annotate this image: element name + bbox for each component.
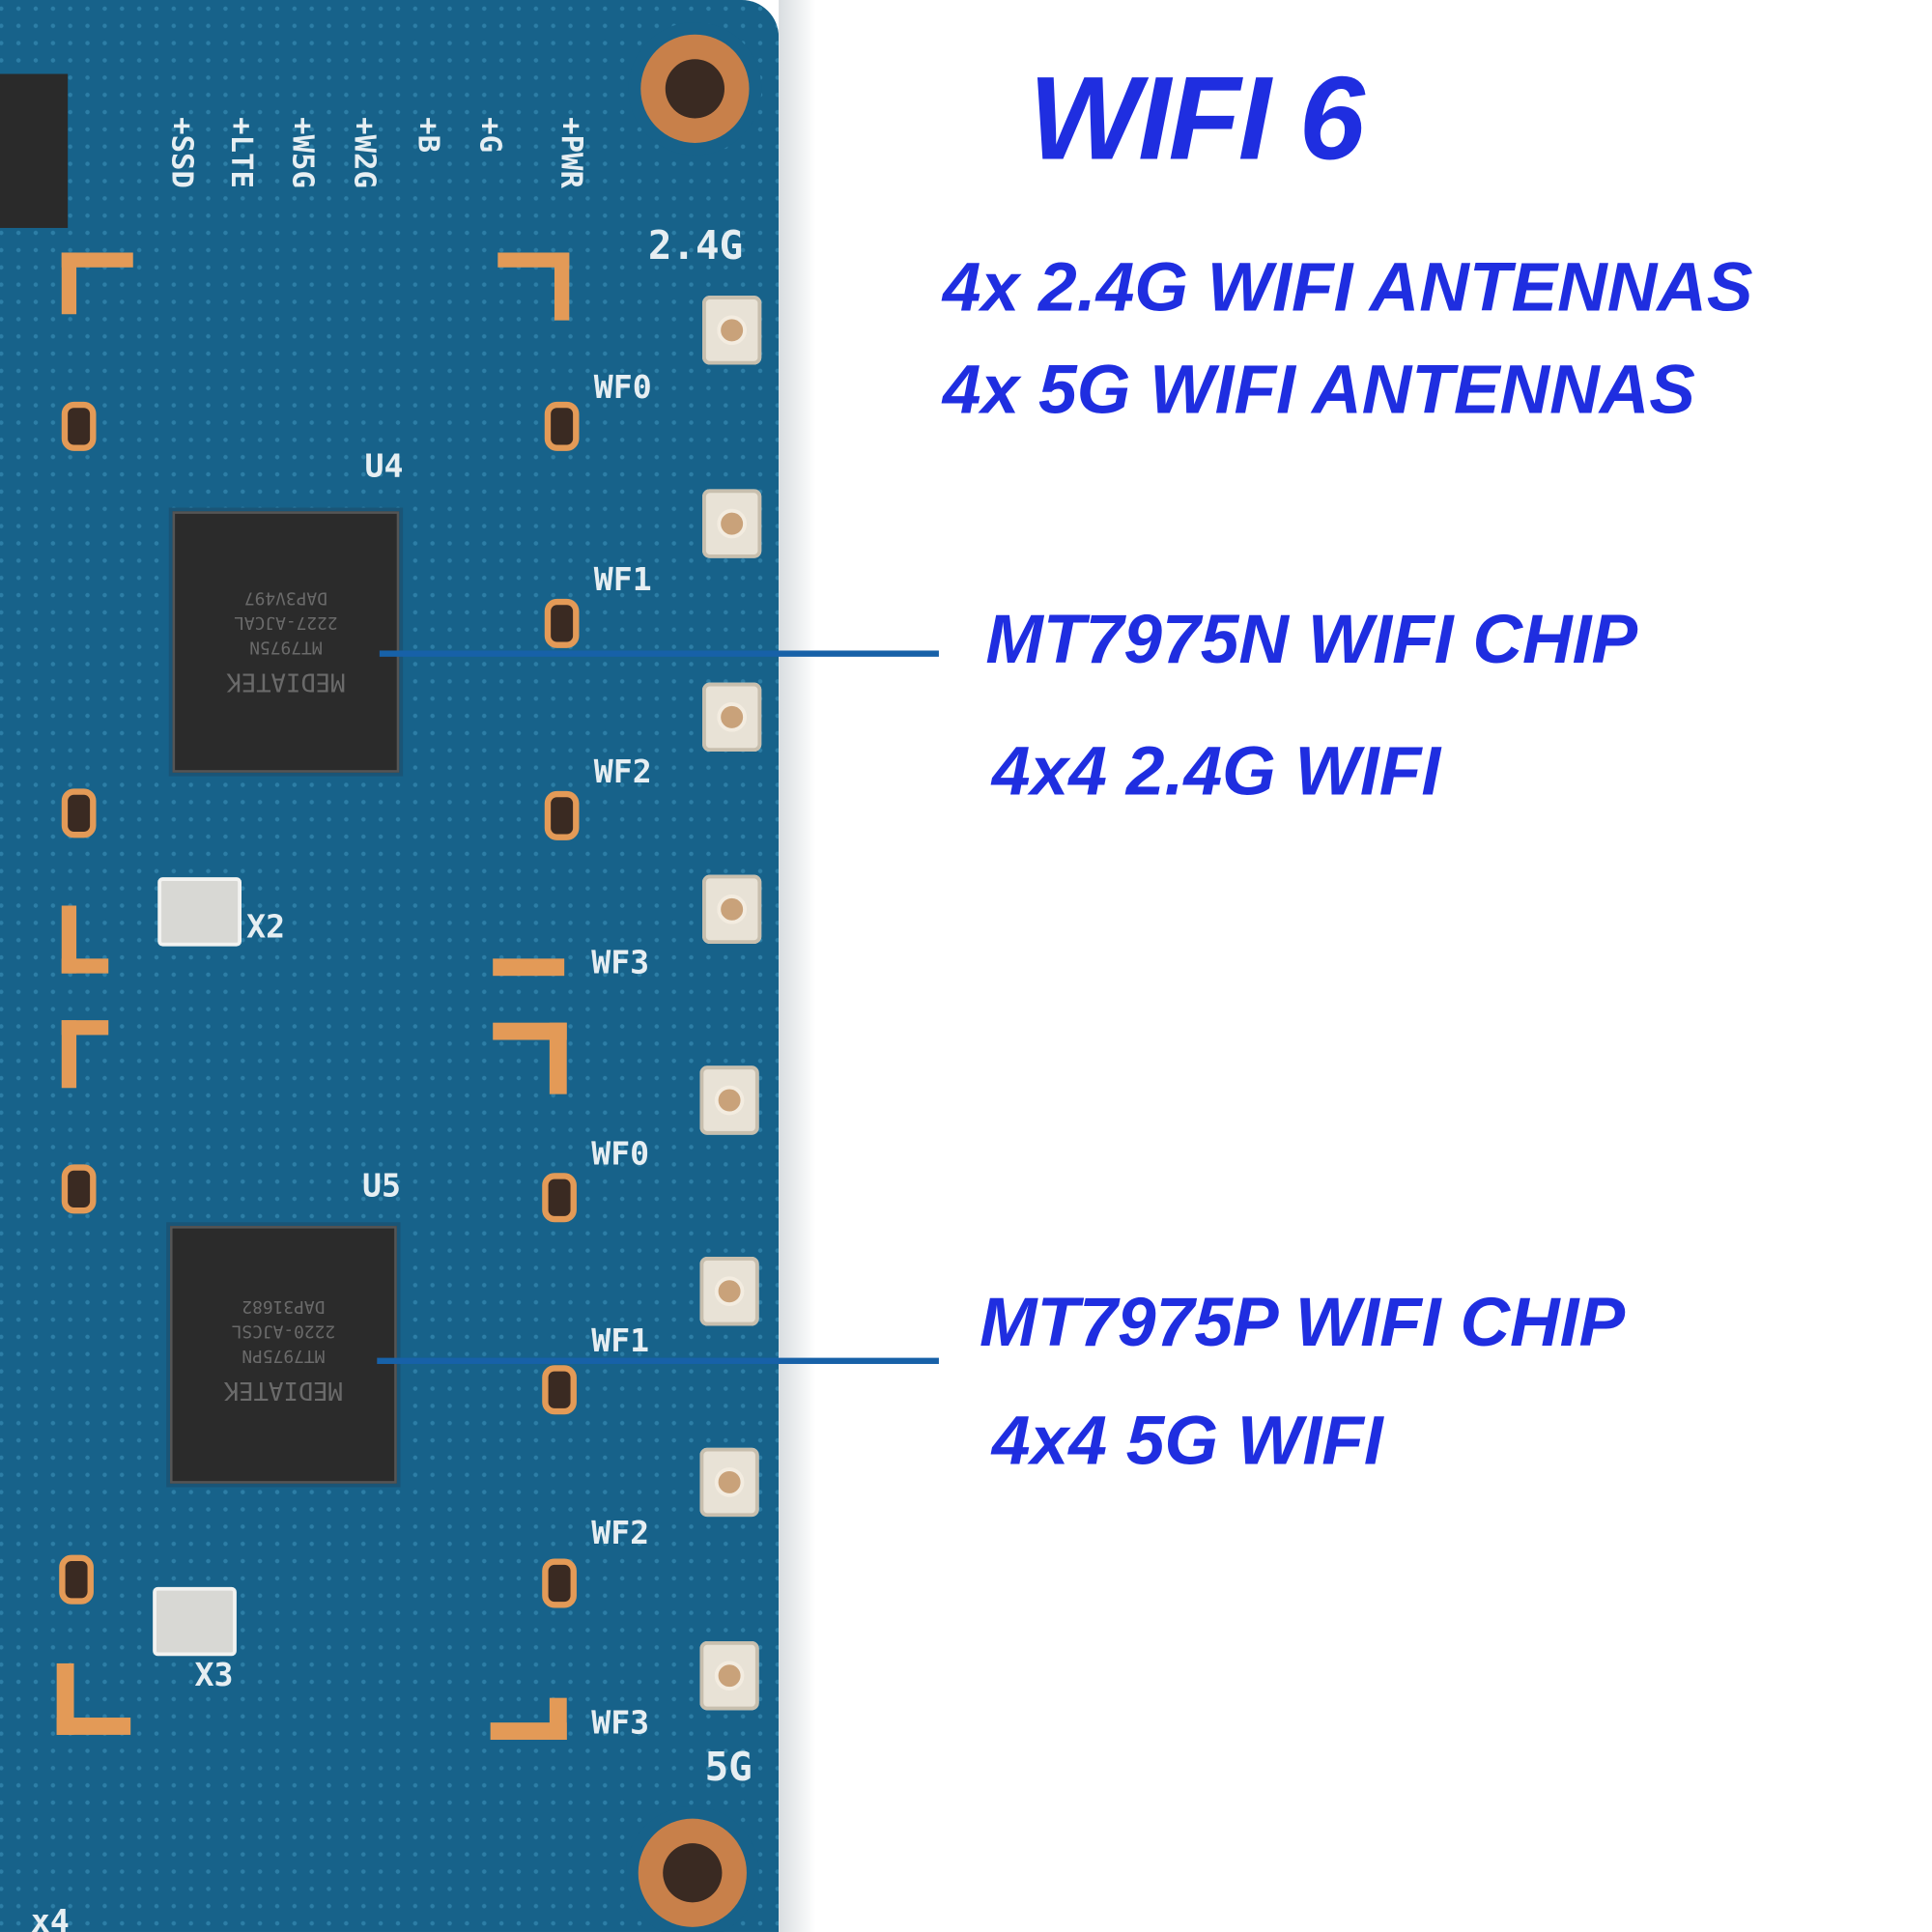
chip-marking: 2220-AJCSL [231, 1321, 336, 1341]
corner-pad [61, 905, 77, 974]
antenna-spec: 4x 5G WIFI ANTENNAS [942, 350, 1695, 428]
pointer-line-chip2 [377, 1357, 939, 1364]
via-slot [61, 401, 97, 451]
chip-mt7975p: DAP31682 2220-AJCSL MT7975PN MEDIATEK [170, 1226, 397, 1484]
band-label-bottom: 5G [704, 1743, 753, 1791]
via-slot [542, 1365, 577, 1415]
via-slot [544, 401, 580, 451]
led-label: +W5G [285, 117, 321, 188]
antenna-connector [699, 1640, 759, 1711]
port-label: WF2 [591, 1515, 650, 1553]
via-slot [542, 1558, 577, 1608]
corner-pad [61, 252, 77, 315]
corner-label: x4 [30, 1903, 70, 1932]
chip2-name: MT7975P WIFI CHIP [980, 1282, 1626, 1361]
port-label: WF0 [593, 369, 652, 407]
port-label: WF1 [593, 561, 652, 599]
led-label: +SSD [164, 117, 200, 188]
board-edge-shadow [779, 0, 816, 1932]
pcb-board [0, 0, 780, 1932]
chip2-desc: 4x4 5G WIFI [991, 1401, 1383, 1479]
corner-pad [61, 958, 109, 974]
crystal-label: X2 [246, 909, 286, 947]
corner-pad [490, 1722, 567, 1741]
antenna-connector [702, 682, 762, 753]
via-slot [544, 598, 580, 648]
antenna-connector [699, 1447, 759, 1518]
via-slot [544, 790, 580, 840]
corner-pad [61, 1020, 77, 1089]
corner-pad [497, 252, 570, 268]
chip-marking: DAP31682 [242, 1295, 326, 1317]
via-slot [59, 1554, 94, 1605]
chip-marking: MEDIATEK [226, 668, 346, 697]
corner-pad [56, 1662, 74, 1735]
port-label: WF3 [591, 945, 650, 982]
pointer-line-chip1 [379, 650, 939, 657]
heading: WIFI 6 [1029, 52, 1365, 185]
led-label: +LTE [224, 117, 259, 188]
crystal [157, 877, 242, 947]
antenna-connector [702, 489, 762, 558]
antenna-connector [702, 874, 762, 945]
mounting-hole-bottom [638, 1818, 747, 1927]
port-label: WF0 [591, 1136, 650, 1174]
corner-pad [56, 1718, 131, 1735]
chip-marking: MEDIATEK [223, 1376, 343, 1406]
antenna-connector [702, 296, 762, 365]
chip-ref: U4 [364, 448, 404, 486]
led-label: +B [412, 117, 446, 154]
antenna-connector [699, 1257, 759, 1326]
chip-marking: DAP3V497 [243, 587, 327, 608]
port-label: WF3 [591, 1705, 650, 1743]
via-slot [61, 788, 97, 838]
mounting-hole-top [640, 34, 750, 143]
led-label: +W2G [347, 117, 383, 188]
crystal-label: X3 [194, 1657, 234, 1694]
corner-pad [554, 252, 570, 321]
antenna-connector [699, 1065, 759, 1135]
ic-small [0, 73, 69, 228]
crystal [153, 1586, 237, 1657]
chip-marking: MT7975PN [242, 1345, 326, 1366]
chip-mt7975n: DAP3V497 2227-AJCAL MT7975N MEDIATEK [172, 511, 400, 773]
via-slot [61, 1164, 97, 1214]
led-label: +PWR [554, 117, 589, 188]
port-label: WF1 [591, 1322, 650, 1361]
chip-marking: MT7975N [249, 637, 323, 657]
chip-marking: 2227-AJCAL [234, 611, 338, 633]
chip1-name: MT7975N WIFI CHIP [985, 600, 1638, 678]
via-slot [542, 1173, 577, 1223]
antenna-spec: 4x 2.4G WIFI ANTENNAS [942, 247, 1753, 326]
band-label-top: 2.4G [647, 221, 744, 270]
port-label: WF2 [593, 753, 652, 791]
chip-ref: U5 [361, 1168, 401, 1206]
corner-pad [493, 958, 565, 977]
corner-pad [493, 1022, 567, 1040]
corner-pad [61, 252, 133, 268]
corner-pad [549, 1697, 567, 1741]
led-label: +G [472, 117, 508, 154]
corner-pad [549, 1022, 567, 1094]
chip1-desc: 4x4 2.4G WIFI [991, 731, 1441, 810]
